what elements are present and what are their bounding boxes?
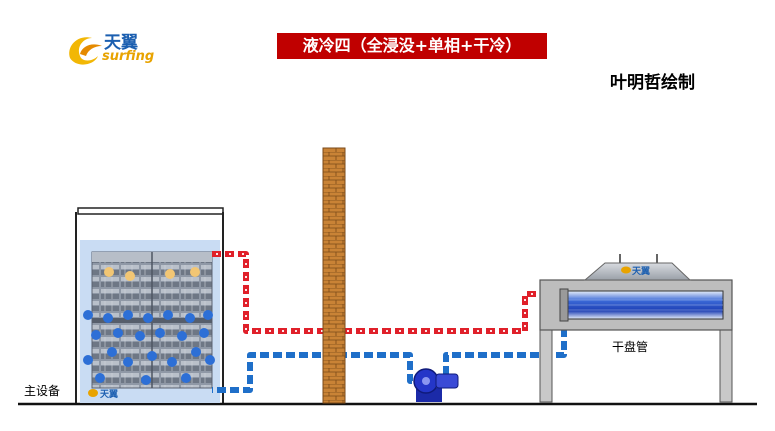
diagram-title: 液冷四（全浸没+单相+干冷） — [277, 33, 547, 59]
main-device-label: 主设备 — [24, 384, 61, 398]
immersion-tank: 天翼 — [75, 207, 224, 403]
brand-swirl-icon — [69, 37, 102, 65]
brick-wall — [322, 147, 346, 404]
pump — [413, 368, 459, 402]
brand-logo: 天翼 surfing — [64, 26, 174, 74]
cooler-logo-text: 天翼 — [632, 266, 650, 277]
rack-logo-text: 天翼 — [100, 389, 118, 400]
brand-logo-cn: 天翼 — [104, 33, 138, 53]
cooler-logo: 天翼 — [621, 266, 650, 277]
dry-cooler: 天翼 — [539, 254, 733, 403]
coolant-bubbles — [83, 267, 215, 385]
hot-pipe — [212, 251, 568, 334]
brand-logo-en: surfing — [102, 49, 155, 64]
dry-coil-label: 干盘管 — [612, 340, 649, 354]
author-credit: 叶明哲绘制 — [610, 73, 695, 93]
rack-logo: 天翼 — [88, 389, 118, 400]
